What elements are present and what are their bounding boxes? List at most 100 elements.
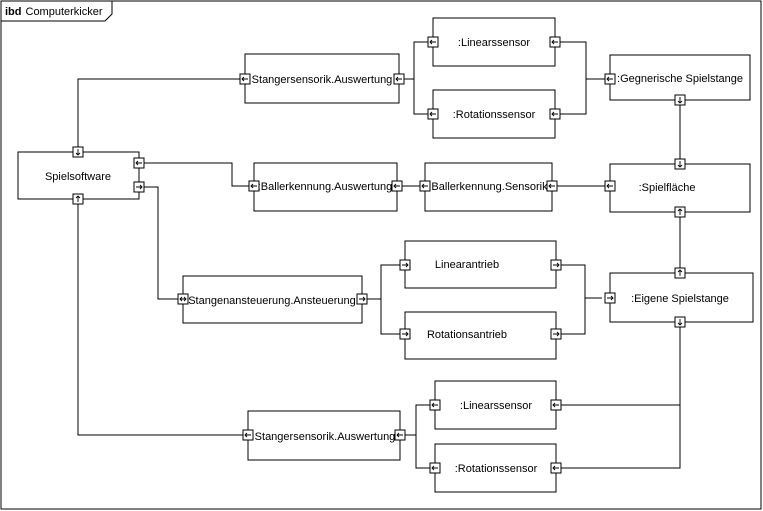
port-linear-top-in[interactable]	[427, 36, 439, 48]
port-eigene-top-arrow-icon	[677, 269, 683, 276]
port-rotationsantrieb-out[interactable]	[550, 328, 562, 340]
port-linear-bottom-in-arrow-icon	[431, 402, 438, 408]
block-gegnerische-spielstange[interactable]: :Gegnerische Spielstange	[609, 54, 751, 101]
port-spielsoftware-bottom[interactable]	[72, 193, 84, 205]
port-linear-bottom-out-arrow-icon	[552, 402, 559, 408]
port-ansteuerung-in[interactable]	[177, 293, 189, 305]
port-rotation-top-out[interactable]	[549, 108, 561, 120]
port-baller-auswertung-in-arrow-icon	[250, 183, 257, 189]
block-rotationssensor-top-label: :Rotationssensor	[453, 109, 536, 121]
block-rotationssensor-bottom-label: :Rotationssensor	[455, 463, 538, 475]
port-eigene-bottom-arrow-icon	[677, 319, 683, 326]
port-gegnerische-bottom-arrow-icon	[677, 97, 683, 104]
port-gegnerische-bottom[interactable]	[674, 94, 686, 106]
port-eigene-top[interactable]	[674, 267, 686, 279]
connector-stanger-top-linear	[404, 41, 428, 80]
port-gegnerische-left[interactable]	[604, 73, 616, 85]
port-rotation-top-in-arrow-icon	[429, 111, 436, 117]
connector-stanger-top-rotation	[413, 79, 428, 115]
port-baller-sensorik-in[interactable]	[419, 180, 431, 192]
port-spielsoftware-top-arrow-icon	[75, 149, 81, 156]
port-linearantrieb-out[interactable]	[550, 259, 562, 271]
port-rotation-bottom-out-arrow-icon	[552, 465, 559, 471]
block-rotationssensor-top[interactable]: :Rotationssensor	[432, 89, 556, 139]
frame-title-tab	[1, 1, 113, 22]
block-linearssensor-bottom-label: :Linearssensor	[460, 400, 532, 412]
connector-rotationsantrieb-eigene	[561, 298, 586, 335]
block-ballerkennung-auswertung[interactable]: :Ballerkennung.Auswertung	[253, 162, 398, 212]
port-spielflaeche-bottom[interactable]	[674, 206, 686, 218]
connectors	[77, 41, 681, 469]
block-ballerkennung-sensorik[interactable]: :Ballerkennung.Sensorik	[424, 162, 553, 212]
connector-spielsoftware-stanger-top	[77, 78, 245, 147]
port-stanger-bottom-in[interactable]	[242, 429, 254, 441]
block-spielflaeche[interactable]: :Spielfläche	[609, 163, 751, 213]
port-linearantrieb-in[interactable]	[399, 259, 411, 271]
block-linearantrieb[interactable]: Linearantrieb	[404, 240, 557, 289]
connector-eigene-rotation-bottom	[561, 327, 681, 469]
port-stanger-top-out-arrow-icon	[395, 76, 402, 82]
port-ansteuerung-in-arrow-icon	[179, 296, 187, 302]
connector-linearantrieb-eigene	[561, 264, 602, 299]
block-rotationsantrieb[interactable]: Rotationsantrieb	[404, 311, 557, 360]
port-stanger-bottom-out[interactable]	[394, 429, 406, 441]
connector-stanger-bottom-rotation	[415, 435, 430, 469]
port-eigene-left[interactable]	[604, 292, 616, 304]
block-spielsoftware[interactable]: Spielsoftware	[17, 151, 140, 200]
connector-spielsoftware-stanger-bottom	[77, 204, 245, 436]
port-linearantrieb-in-arrow-icon	[402, 262, 409, 268]
port-rotation-bottom-in-arrow-icon	[431, 465, 438, 471]
port-linear-bottom-out[interactable]	[550, 399, 562, 411]
connector-spielsoftware-baller	[144, 162, 249, 187]
block-linearssensor-bottom[interactable]: :Linearssensor	[434, 380, 557, 430]
block-eigene-spielstange[interactable]: :Eigene Spielstange	[609, 272, 754, 323]
block-linearantrieb-label: Linearantrieb	[435, 259, 499, 271]
port-baller-auswertung-in[interactable]	[248, 180, 260, 192]
port-spielsoftware-top[interactable]	[72, 146, 84, 158]
port-stanger-top-in[interactable]	[239, 73, 251, 85]
port-ansteuerung-out[interactable]	[356, 293, 368, 305]
block-stangersensorik-top[interactable]: Stangersensorik.Auswertung	[244, 53, 400, 104]
block-linearssensor-top[interactable]: :Linearssensor	[432, 17, 556, 67]
port-linear-bottom-in[interactable]	[429, 399, 441, 411]
port-spielflaeche-left-arrow-icon	[606, 183, 613, 189]
port-baller-sensorik-out[interactable]	[546, 180, 558, 192]
block-stangersensorik-bottom[interactable]: Stangersensorik.Auswertung	[247, 410, 401, 461]
block-eigene-spielstange-label: :Eigene Spielstange	[631, 293, 729, 305]
port-eigene-bottom[interactable]	[674, 316, 686, 328]
port-stanger-bottom-out-arrow-icon	[396, 432, 403, 438]
port-eigene-left-arrow-icon	[607, 295, 614, 301]
block-stangersensorik-top-label: Stangersensorik.Auswertung	[252, 74, 393, 86]
port-stanger-top-out[interactable]	[393, 73, 405, 85]
port-baller-auswertung-out-arrow-icon	[393, 183, 400, 189]
port-stanger-top-in-arrow-icon	[241, 76, 248, 82]
port-spielsoftware-right-lower[interactable]	[133, 181, 145, 193]
block-spielsoftware-label: Spielsoftware	[45, 171, 111, 183]
port-stanger-bottom-in-arrow-icon	[244, 432, 251, 438]
port-linear-top-out[interactable]	[549, 36, 561, 48]
block-stangersensorik-bottom-label: Stangersensorik.Auswertung	[255, 431, 396, 443]
block-rotationssensor-bottom[interactable]: :Rotationssensor	[434, 443, 557, 493]
ports	[72, 36, 686, 474]
port-spielflaeche-top[interactable]	[674, 158, 686, 170]
port-spielflaeche-top-arrow-icon	[677, 161, 683, 168]
port-spielsoftware-bottom-arrow-icon	[75, 195, 81, 202]
port-rotation-bottom-in[interactable]	[429, 462, 441, 474]
port-gegnerische-left-arrow-icon	[606, 76, 613, 82]
port-linear-top-in-arrow-icon	[429, 39, 436, 45]
block-stangenansteuerung-label: Stangenansteuerung.Ansteuerung	[188, 295, 356, 307]
port-rotation-top-in[interactable]	[427, 108, 439, 120]
port-rotationsantrieb-in[interactable]	[399, 328, 411, 340]
block-stangenansteuerung[interactable]: Stangenansteuerung.Ansteuerung	[182, 275, 363, 324]
port-spielflaeche-left[interactable]	[604, 180, 616, 192]
port-rotation-bottom-out[interactable]	[550, 462, 562, 474]
port-spielsoftware-right-lower-arrow-icon	[136, 184, 143, 190]
port-spielsoftware-right-upper[interactable]	[133, 157, 145, 169]
port-baller-auswertung-out[interactable]	[391, 180, 403, 192]
port-linearantrieb-out-arrow-icon	[553, 262, 560, 268]
connector-linear-gegnerische	[560, 41, 605, 80]
port-spielflaeche-bottom-arrow-icon	[677, 208, 683, 215]
